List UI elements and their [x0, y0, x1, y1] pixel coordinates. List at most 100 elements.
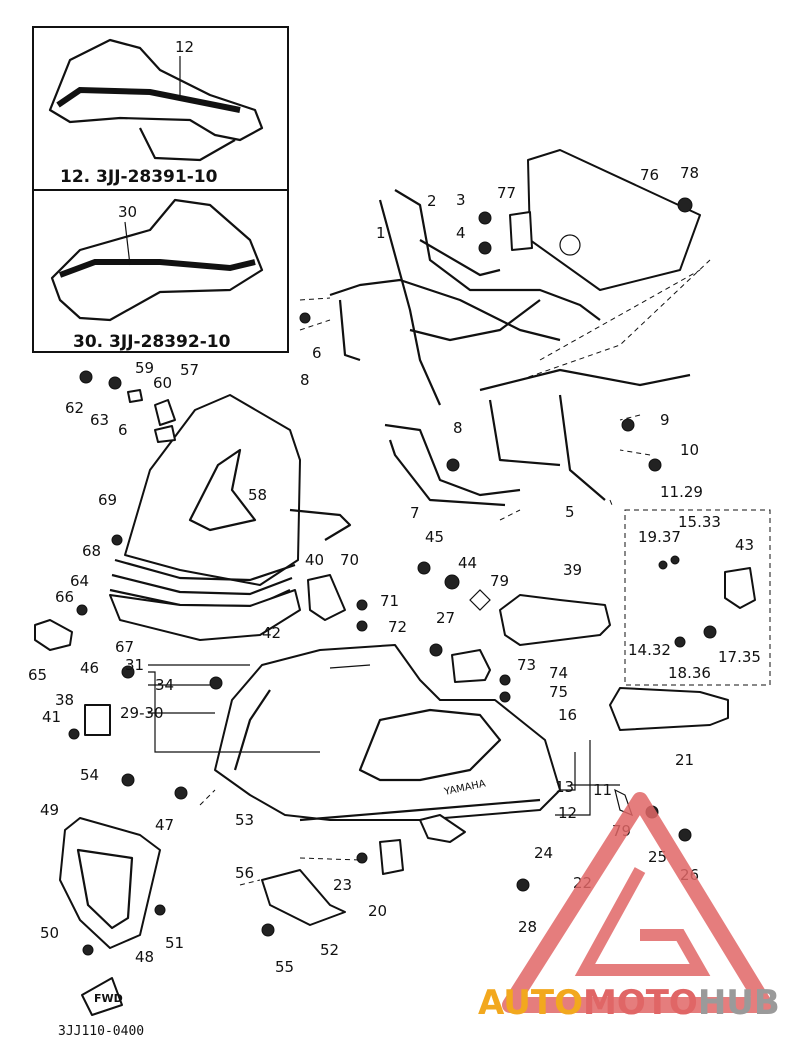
callout-53: 53: [235, 811, 254, 829]
accessories: FWD: [59, 567, 756, 1016]
callout-64: 64: [70, 572, 89, 590]
cowling-stay-frame: [299, 149, 711, 521]
inset-1-callout: 12: [175, 38, 194, 56]
inset-cowl-part-12: [48, 38, 264, 142]
mirror-73: [451, 649, 491, 683]
callout-31: 31: [125, 656, 144, 674]
callout-67: 67: [115, 638, 134, 656]
mirror-70: [307, 574, 346, 621]
callout-70: 70: [340, 551, 359, 569]
callout-77: 77: [497, 184, 516, 202]
fwd-tag: [81, 977, 123, 1016]
callout-6-screen: 6: [118, 421, 128, 439]
callout-13: 13: [555, 778, 574, 796]
callout-6-stay: 6: [312, 344, 322, 362]
windscreen-58: [124, 394, 301, 586]
callout-18-36: 18.36: [668, 664, 711, 682]
callout-76: 76: [640, 166, 659, 184]
watermark-logo: AUTOMOTOHUB: [478, 792, 780, 1023]
bracket-65: [34, 619, 73, 651]
callout-8-stay: 8: [453, 419, 463, 437]
callout-52: 52: [320, 941, 339, 959]
callout-56: 56: [235, 864, 254, 882]
callout-4: 4: [456, 224, 466, 242]
callout-55: 55: [275, 958, 294, 976]
callout-7: 7: [410, 504, 420, 522]
meter-bracket-76: [527, 149, 701, 291]
callout-16: 16: [558, 706, 577, 724]
callout-24: 24: [534, 844, 553, 862]
cowling-inner-67: [109, 589, 301, 641]
callout-49-left: 49: [40, 801, 59, 819]
callout-40: 40: [305, 551, 324, 569]
callout-62: 62: [65, 399, 84, 417]
callout-28: 28: [518, 918, 537, 936]
callout-27: 27: [436, 609, 455, 627]
callout-21: 21: [675, 751, 694, 769]
watermark-auto: AUTOMOTOHUB: [478, 983, 780, 1023]
callout-10: 10: [680, 441, 699, 459]
callout-41: 41: [42, 708, 61, 726]
callout-2: 2: [427, 192, 437, 210]
callout-12: 12: [558, 804, 577, 822]
windscreen-assembly: [34, 389, 352, 651]
callout-14-32: 14.32: [628, 641, 671, 659]
part-52: [261, 869, 346, 926]
callout-74: 74: [549, 664, 568, 682]
callout-labels: 1 2 3 4 5 6 7 8 9 10 11.29 15.33 19.37 4…: [28, 164, 761, 976]
callout-17-35: 17.35: [718, 648, 761, 666]
leader-lines: [148, 509, 771, 886]
callout-45: 45: [425, 528, 444, 546]
callout-44: 44: [458, 554, 477, 572]
fwd-label: FWD: [94, 992, 123, 1005]
callout-1: 1: [376, 224, 386, 242]
callout-51: 51: [165, 934, 184, 952]
callout-48: 48: [135, 948, 154, 966]
callout-75: 75: [549, 683, 568, 701]
callout-8-bolt: 8: [300, 371, 310, 389]
diagram-code: 3JJ110-0400: [58, 1024, 144, 1039]
callout-57: 57: [180, 361, 199, 379]
number-plate-48: [59, 817, 161, 949]
callout-50: 50: [40, 924, 59, 942]
main-cowling: YAMAHA: [214, 644, 561, 843]
callout-71: 71: [380, 592, 399, 610]
callout-23: 23: [333, 876, 352, 894]
inset-2-callout: 30: [118, 203, 137, 221]
part-20: [379, 839, 404, 875]
callout-54: 54: [80, 766, 99, 784]
callout-15-33: 15.33: [678, 513, 721, 531]
callout-72: 72: [388, 618, 407, 636]
part-38: [84, 704, 111, 736]
callout-42: 42: [262, 624, 281, 642]
callout-59: 59: [135, 359, 154, 377]
callout-11: 11: [593, 781, 612, 799]
callout-20: 20: [368, 902, 387, 920]
callout-66: 66: [55, 588, 74, 606]
callout-46: 46: [80, 659, 99, 677]
callout-38: 38: [55, 691, 74, 709]
callout-11-29: 11.29: [660, 483, 703, 501]
callout-79-upper: 79: [490, 572, 509, 590]
callout-25: 25: [648, 848, 667, 866]
callout-34: 34: [155, 676, 174, 694]
inset-cowl-part-30: [50, 198, 264, 322]
inset-1-caption: 12. 3JJ-28391-10: [60, 167, 218, 187]
part-43: [724, 567, 756, 609]
callout-47: 47: [155, 816, 174, 834]
inset-panels: 12 12. 3JJ-28391-10 30 30. 3JJ-28392-10: [32, 26, 289, 353]
callout-43: 43: [735, 536, 754, 554]
inset-2-caption: 30. 3JJ-28392-10: [73, 332, 231, 352]
callout-68: 68: [82, 542, 101, 560]
callout-19-37: 19.37: [638, 528, 681, 546]
callout-63: 63: [90, 411, 109, 429]
callout-3: 3: [456, 191, 466, 209]
callout-39: 39: [563, 561, 582, 579]
callout-5: 5: [565, 503, 575, 521]
callout-58: 58: [248, 486, 267, 504]
air-duct-21: [609, 687, 729, 731]
callout-73: 73: [517, 656, 536, 674]
callout-78: 78: [680, 164, 699, 182]
callout-65: 65: [28, 666, 47, 684]
